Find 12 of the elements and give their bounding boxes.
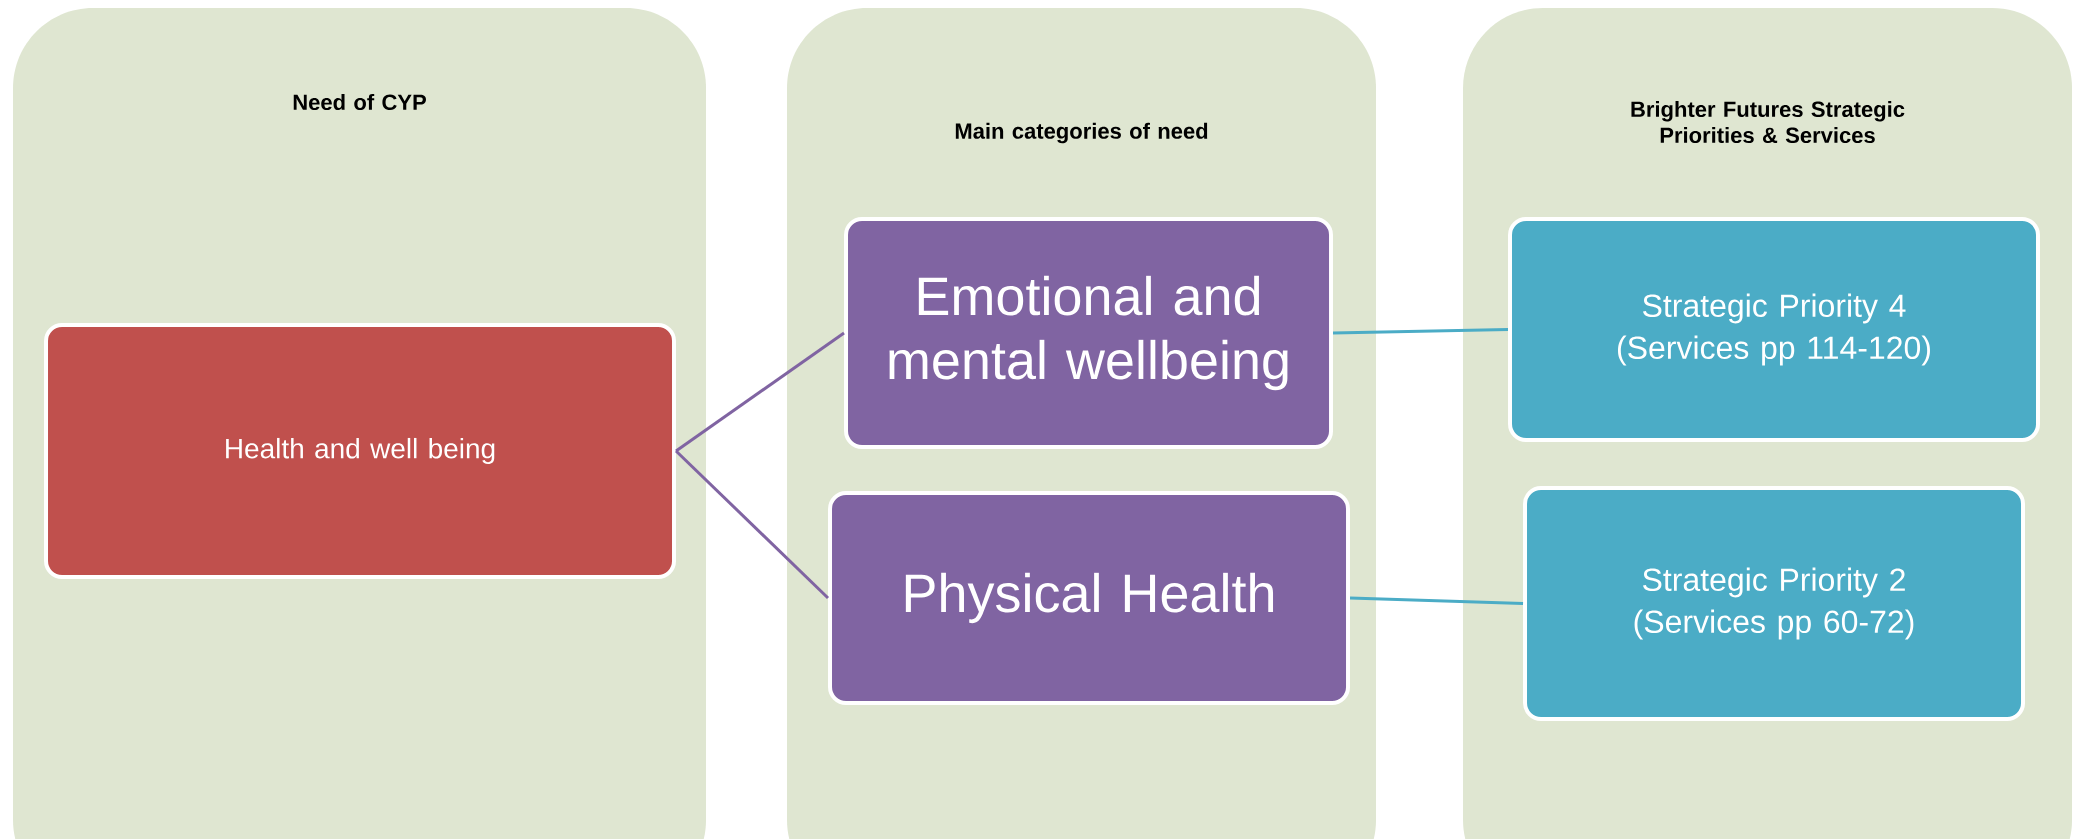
panel-heading: Need of CYP: [293, 93, 426, 111]
process-box: Physical Health: [828, 491, 1350, 705]
connector-line: [675, 331, 845, 453]
process-box: Health and well being: [44, 323, 676, 579]
connector-line: [1333, 328, 1509, 335]
panel-heading: Main categories of need: [955, 122, 1208, 144]
process-box: Emotional and mental wellbeing: [844, 217, 1333, 449]
process-box: Strategic Priority 4 (Services pp 114-120): [1508, 217, 2040, 442]
process-box: Strategic Priority 2 (Services pp 60-72): [1523, 486, 2025, 721]
connector-line: [674, 449, 830, 600]
connector-line: [1349, 596, 1524, 605]
panel-heading: Brighter Futures Strategic Priorities & Services: [1631, 100, 1905, 144]
